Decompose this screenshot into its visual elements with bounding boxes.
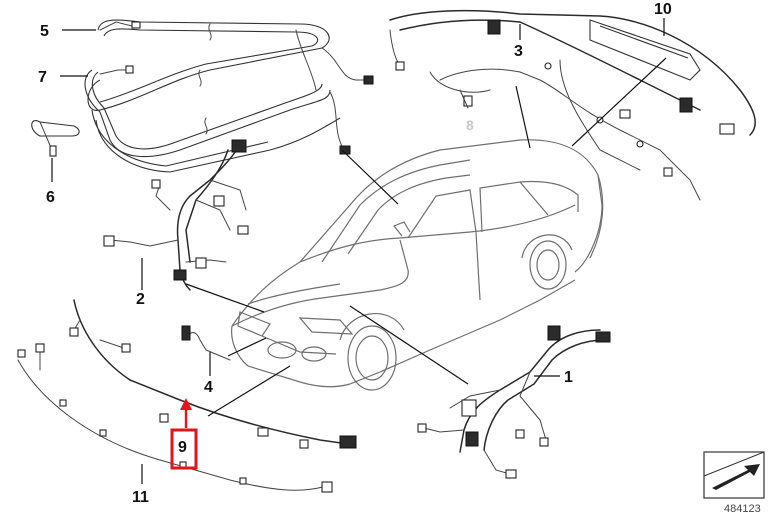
callout-11: 11 (132, 489, 149, 506)
harness-upper-right (389, 9, 756, 201)
harness-1 (417, 325, 611, 479)
callout-6: 6 (46, 189, 55, 206)
harness-4 (181, 325, 231, 361)
sheet-fold-icon (703, 451, 765, 499)
callout-7: 7 (38, 69, 47, 86)
harness-11 (17, 299, 357, 493)
callout-5: 5 (40, 23, 49, 40)
callout-4: 4 (204, 379, 213, 396)
callout-labels: 5 7 6 3 10 8 2 4 1 11 9 (38, 1, 672, 506)
document-number: 484123 (724, 503, 761, 515)
highlight-box (170, 428, 198, 470)
callout-10: 10 (654, 1, 672, 18)
vehicle-outline (231, 139, 604, 391)
harness-2 (103, 139, 249, 291)
callout-9: 9 (178, 439, 187, 456)
harness-6-tube (31, 120, 80, 157)
highlight-callout-9 (170, 398, 198, 470)
harness-5-7-tubes (84, 19, 374, 173)
callout-3: 3 (514, 43, 523, 60)
callout-2: 2 (136, 291, 145, 308)
arrow-head-icon (180, 398, 192, 410)
callout-8: 8 (466, 117, 474, 133)
callout-1: 1 (564, 369, 573, 386)
leader-lines (51, 18, 667, 484)
